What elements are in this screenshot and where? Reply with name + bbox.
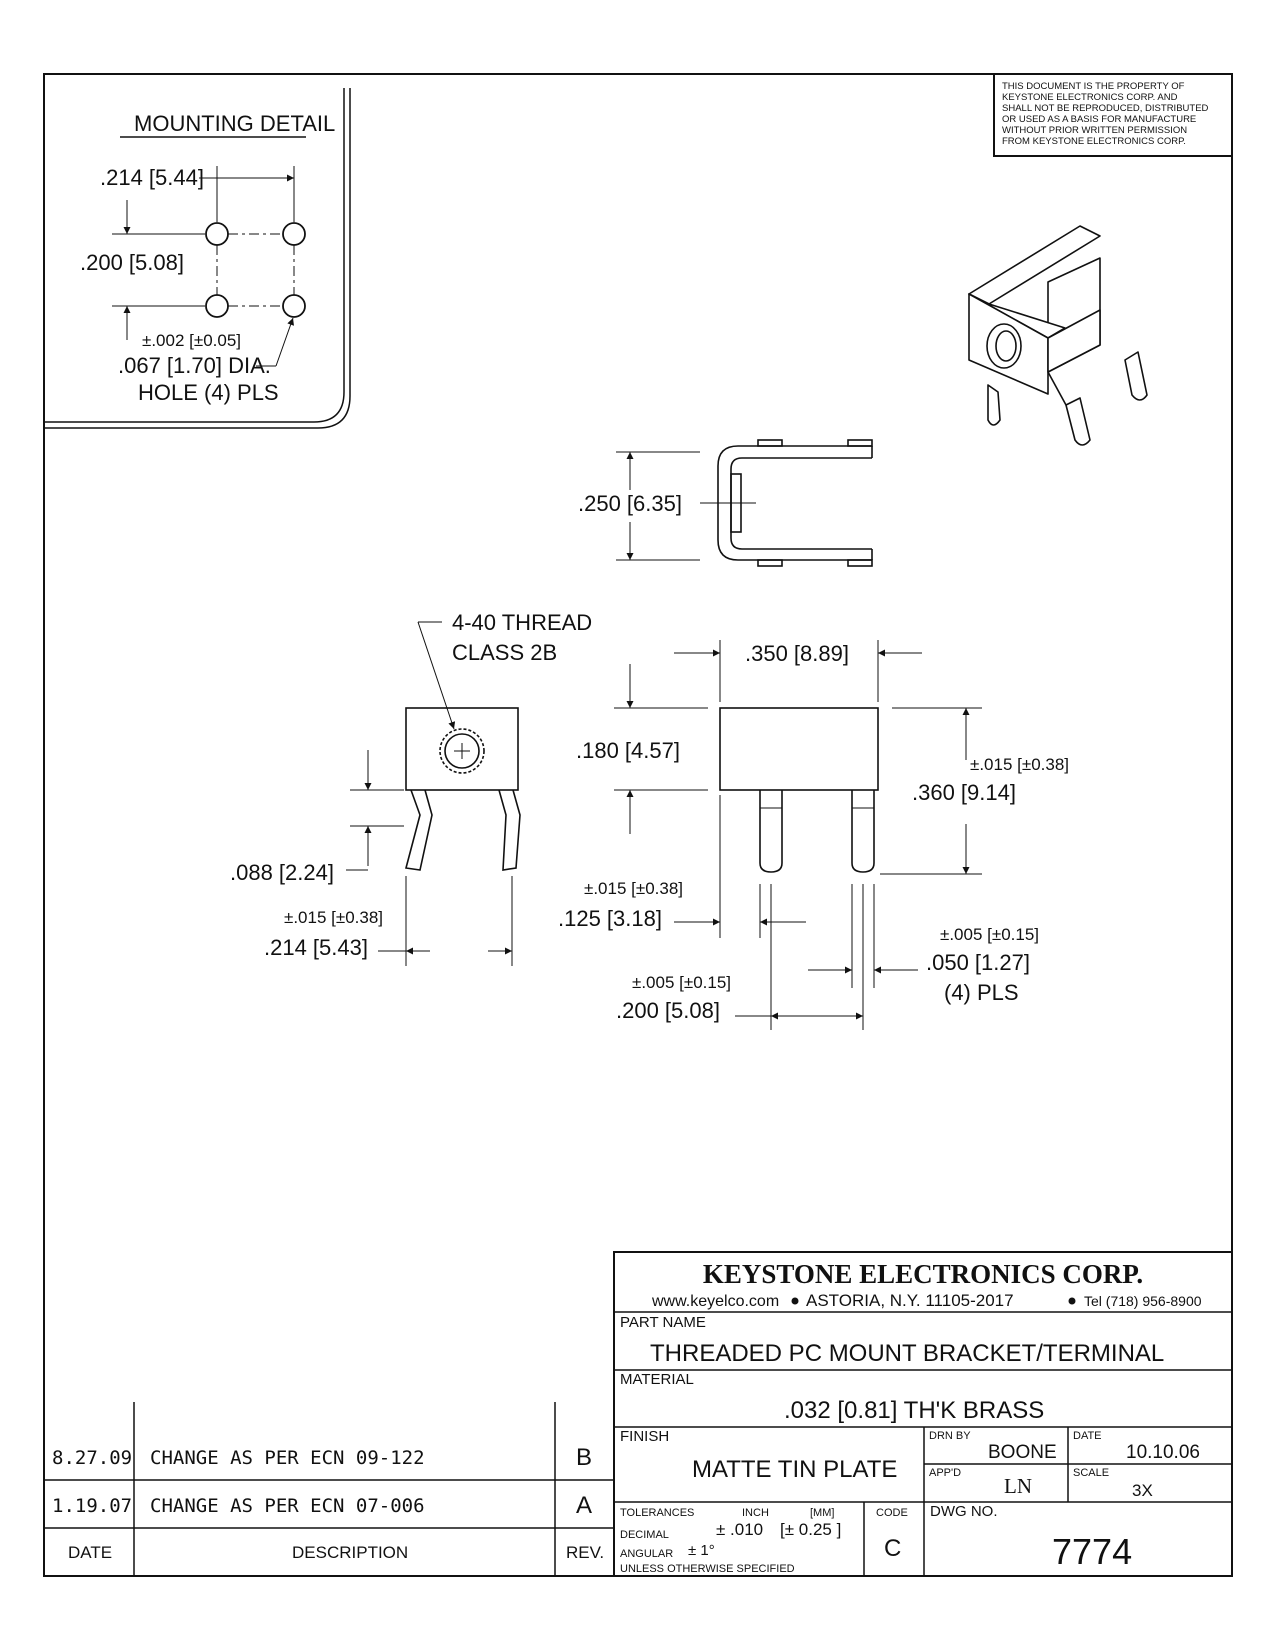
contact-city: ASTORIA, N.Y. 11105-2017: [806, 1291, 1014, 1310]
top-view: [616, 439, 873, 567]
contact-web: www.keyelco.com: [651, 1293, 779, 1310]
mount-hole-count: HOLE (4) PLS: [138, 380, 279, 405]
scale: 3X: [1132, 1481, 1153, 1500]
mounting-hole: [282, 294, 306, 318]
rev-a-date: 1.19.07: [52, 1495, 132, 1517]
unless-specified: UNLESS OTHERWISE SPECIFIED: [620, 1563, 795, 1575]
front-dim-leg: .125 [3.18]: [558, 906, 662, 931]
property-notice: THIS DOCUMENT IS THE PROPERTY OF KEYSTON…: [993, 73, 1233, 157]
front-dim-pin-tol: ±.005 [±0.15]: [940, 925, 1039, 944]
notice-line-4: OR USED AS A BASIS FOR MANUFACTURE: [1002, 114, 1196, 125]
isometric-view: [968, 225, 1148, 446]
notice-line-5: WITHOUT PRIOR WRITTEN PERMISSION: [1002, 125, 1187, 136]
decimal-mm-tol: [± 0.25 ]: [780, 1520, 841, 1539]
mount-hole-dia: .067 [1.70] DIA.: [118, 353, 271, 378]
date-label: DATE: [1073, 1430, 1102, 1442]
decimal-inch-tol: ± .010: [716, 1520, 763, 1539]
notice-line-6: FROM KEYSTONE ELECTRONICS CORP.: [1002, 136, 1186, 147]
drawn-by: BOONE: [988, 1442, 1057, 1463]
bullet-icon: [1068, 1297, 1076, 1305]
mounting-hole: [205, 294, 229, 318]
title-block: [613, 1251, 1233, 1577]
code-label: CODE: [876, 1507, 908, 1519]
angular-tol: ± 1°: [688, 1542, 715, 1559]
front-dim-width: .350 [8.89]: [745, 641, 849, 666]
side-dim-width: .214 [5.43]: [264, 935, 368, 960]
tolerances-label: TOLERANCES: [620, 1507, 694, 1519]
mounting-hole: [205, 222, 229, 246]
notice-line-1: THIS DOCUMENT IS THE PROPERTY OF: [1002, 81, 1185, 92]
side-view: [346, 621, 521, 966]
approved-label: APP'D: [929, 1467, 961, 1479]
date: 10.10.06: [1126, 1442, 1200, 1463]
rev-header-description: DESCRIPTION: [292, 1543, 408, 1562]
side-dim-width-tol: ±.015 [±0.38]: [284, 908, 383, 927]
side-thread-class: CLASS 2B: [452, 640, 557, 665]
material: .032 [0.81] TH'K BRASS: [784, 1397, 1044, 1424]
front-dim-pitch: .200 [5.08]: [616, 998, 720, 1023]
drawing-number: 7774: [1052, 1531, 1132, 1572]
approved-by: LN: [1004, 1474, 1032, 1498]
front-dim-pin: .050 [1.27]: [926, 950, 1030, 975]
part-name-label: PART NAME: [620, 1314, 706, 1331]
front-dim-pitch-tol: ±.005 [±0.15]: [632, 973, 731, 992]
notice-line-2: KEYSTONE ELECTRONICS CORP. AND: [1002, 92, 1178, 103]
front-dim-leg-tol: ±.015 [±0.38]: [584, 879, 683, 898]
rev-header-rev: REV.: [566, 1543, 604, 1562]
side-dim-height: .088 [2.24]: [230, 860, 334, 885]
rev-a-description: CHANGE AS PER ECN 07-006: [150, 1495, 425, 1517]
mount-hole-tol: ±.002 [±0.05]: [142, 331, 241, 350]
mount-dim-height: .200 [5.08]: [80, 250, 184, 275]
mounting-detail-frame: [44, 88, 351, 429]
front-view: [614, 640, 982, 1030]
front-dim-total-tol: ±.015 [±0.38]: [970, 755, 1069, 774]
top-dim-depth: .250 [6.35]: [578, 491, 682, 516]
rev-b-letter: B: [576, 1444, 592, 1471]
bullet-icon: [791, 1297, 799, 1305]
mount-dim-width: .214 [5.44]: [100, 165, 204, 190]
tolerance-code: C: [884, 1535, 901, 1562]
decimal-label: DECIMAL: [620, 1529, 669, 1541]
mm-label: [MM]: [810, 1507, 834, 1519]
notice-line-3: SHALL NOT BE REPRODUCED, DISTRIBUTED: [1002, 103, 1209, 114]
rev-b-date: 8.27.09: [52, 1447, 132, 1469]
drawing-number-label: DWG NO.: [930, 1503, 998, 1520]
drawn-by-label: DRN BY: [929, 1430, 971, 1442]
mounting-detail: MOUNTING DETAIL .214 [5.44] .200 [5.08] …: [80, 111, 335, 405]
mounting-detail-title: MOUNTING DETAIL: [134, 111, 335, 136]
finish-label: FINISH: [620, 1428, 669, 1445]
scale-label: SCALE: [1073, 1467, 1109, 1479]
rev-header-date: DATE: [68, 1543, 112, 1562]
rev-a-letter: A: [576, 1492, 592, 1519]
front-dim-pin-count: (4) PLS: [944, 980, 1019, 1005]
mounting-hole: [282, 222, 306, 246]
revision-block: [44, 1402, 614, 1576]
front-dim-total: .360 [9.14]: [912, 780, 1016, 805]
front-dim-body: .180 [4.57]: [576, 738, 680, 763]
angular-label: ANGULAR: [620, 1548, 673, 1560]
company-name: KEYSTONE ELECTRONICS CORP.: [703, 1259, 1143, 1289]
material-label: MATERIAL: [620, 1371, 694, 1388]
inch-label: INCH: [742, 1507, 769, 1519]
rev-b-description: CHANGE AS PER ECN 09-122: [150, 1447, 425, 1469]
finish: MATTE TIN PLATE: [692, 1456, 897, 1483]
part-name: THREADED PC MOUNT BRACKET/TERMINAL: [650, 1340, 1164, 1367]
side-thread-label: 4-40 THREAD: [452, 610, 592, 635]
contact-tel: Tel (718) 956-8900: [1084, 1293, 1202, 1309]
